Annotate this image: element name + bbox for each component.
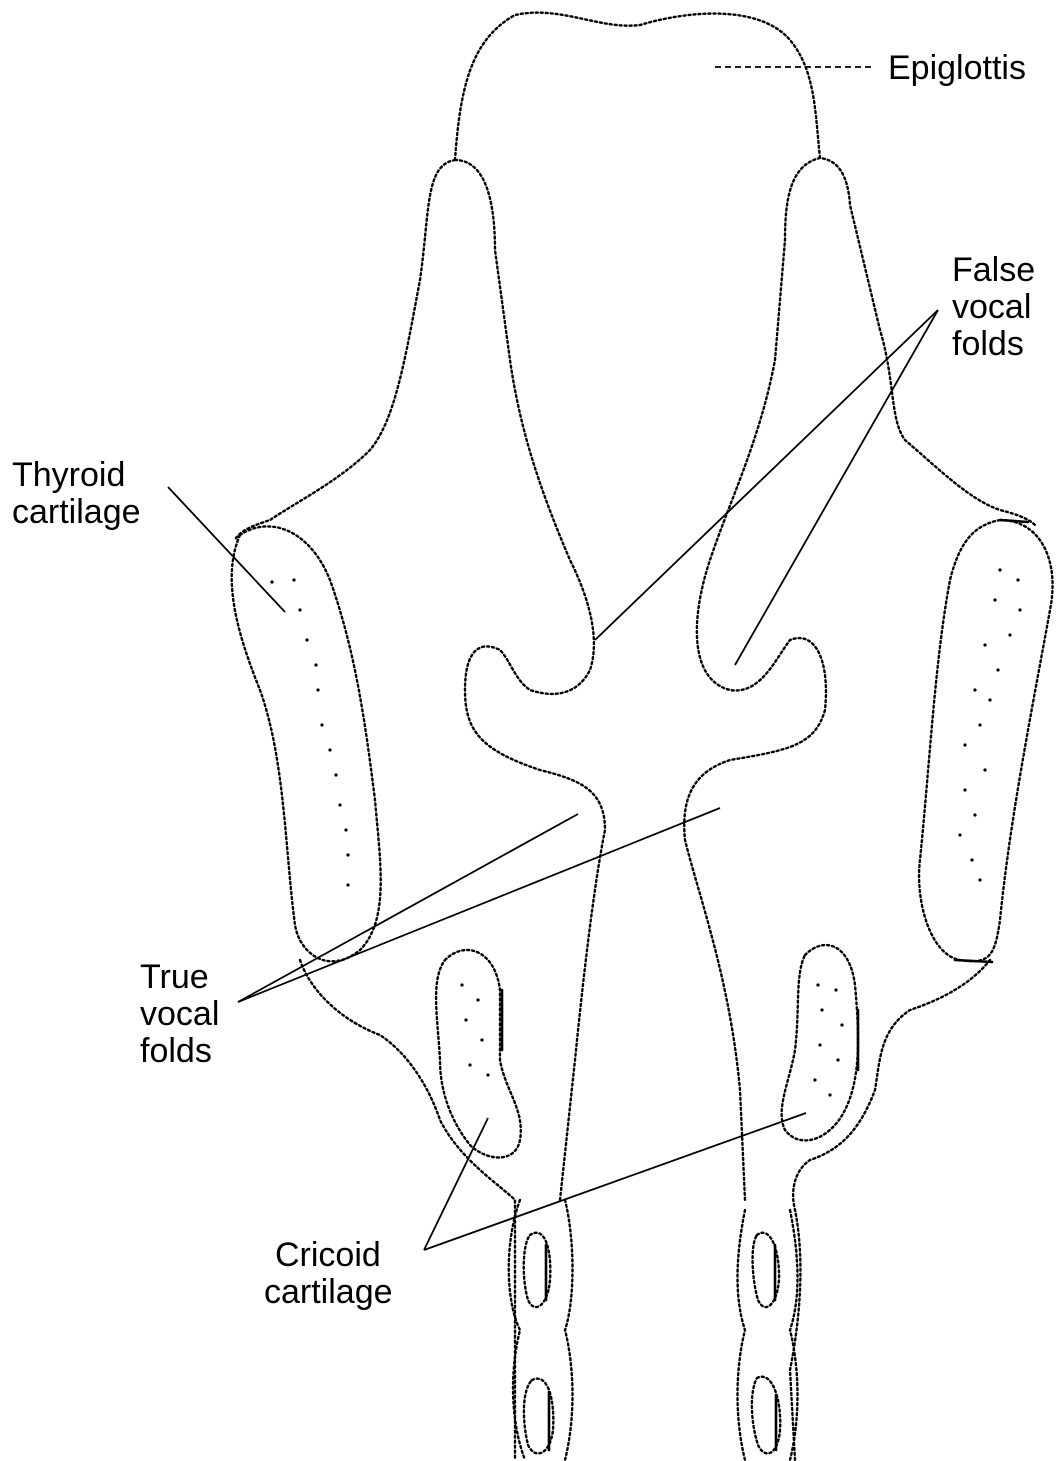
- svg-text:Cricoid: Cricoid: [275, 1236, 381, 1274]
- true-vocal-folds-leaders: [238, 808, 720, 1002]
- svg-text:cartilage: cartilage: [264, 1273, 393, 1311]
- arytenoid-right: [782, 945, 858, 1140]
- svg-text:vocal: vocal: [140, 995, 219, 1033]
- thyroid-cartilage-leader: [168, 487, 285, 612]
- thyroid-right-top: [1000, 520, 1028, 522]
- svg-text:vocal: vocal: [952, 288, 1031, 326]
- svg-text:True: True: [140, 958, 209, 996]
- cricoid-cartilage-leaders: [424, 1113, 806, 1250]
- larynx-lower-right: [790, 960, 990, 1460]
- trachea-left-outer: [509, 1200, 573, 1460]
- svg-text:False: False: [952, 251, 1035, 289]
- true-vocal-folds-label: True vocal folds: [140, 958, 219, 1070]
- cricoid-cartilage-label: Cricoid cartilage: [264, 1236, 393, 1311]
- thyroid-cartilage-label: Thyroid cartilage: [12, 456, 141, 531]
- cartilage-dots: [270, 568, 1021, 1096]
- trachea-right-outer: [738, 1210, 798, 1460]
- thyroid-plate-left: [232, 526, 381, 961]
- larynx-lower-left: [300, 960, 515, 1460]
- false-vocal-folds-label: False vocal folds: [952, 251, 1035, 363]
- svg-text:folds: folds: [140, 1032, 212, 1070]
- svg-text:cartilage: cartilage: [12, 493, 141, 531]
- thyroid-right-edge: [955, 960, 992, 962]
- thyroid-plate-right: [919, 520, 1052, 961]
- svg-text:Thyroid: Thyroid: [12, 456, 125, 494]
- epiglottis-label: Epiglottis: [888, 49, 1026, 87]
- svg-text:folds: folds: [952, 325, 1024, 363]
- arytenoid-left: [436, 950, 521, 1158]
